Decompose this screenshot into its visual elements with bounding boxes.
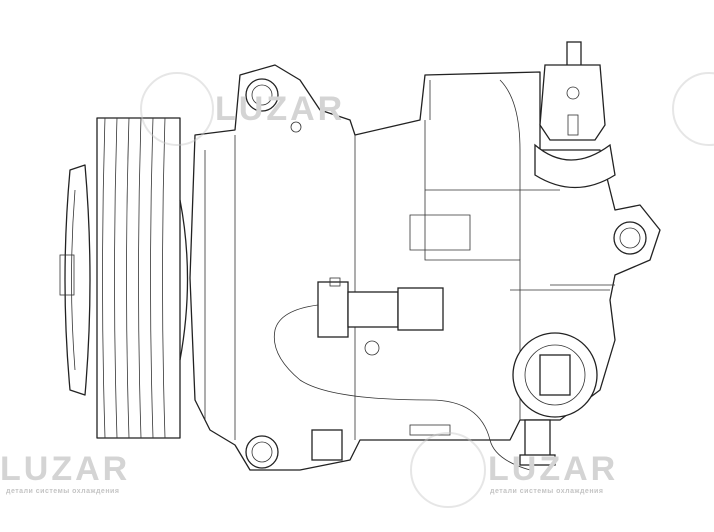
- pulley: [96, 117, 189, 439]
- clutch-plate: [59, 164, 91, 396]
- watermark-brand: LUZAR: [488, 450, 619, 488]
- electrical-connector: [273, 277, 531, 471]
- mount-hole-top: [245, 78, 279, 112]
- watermark-tagline: детали системы охлаждения: [490, 488, 604, 495]
- watermark-brand: LUZAR: [215, 90, 346, 128]
- mount-hole-bottom: [245, 435, 279, 469]
- watermark-brand: LUZAR: [0, 450, 131, 488]
- watermark-logo-icon: [410, 432, 486, 508]
- bottom-fitting: [311, 429, 343, 461]
- pressure-port: [512, 332, 598, 466]
- watermark-tagline: детали системы охлаждения: [6, 488, 120, 495]
- watermark-logo-icon: [140, 72, 214, 146]
- mount-hole-right: [613, 221, 647, 255]
- control-valve: [534, 41, 616, 189]
- compressor-body: [189, 64, 661, 471]
